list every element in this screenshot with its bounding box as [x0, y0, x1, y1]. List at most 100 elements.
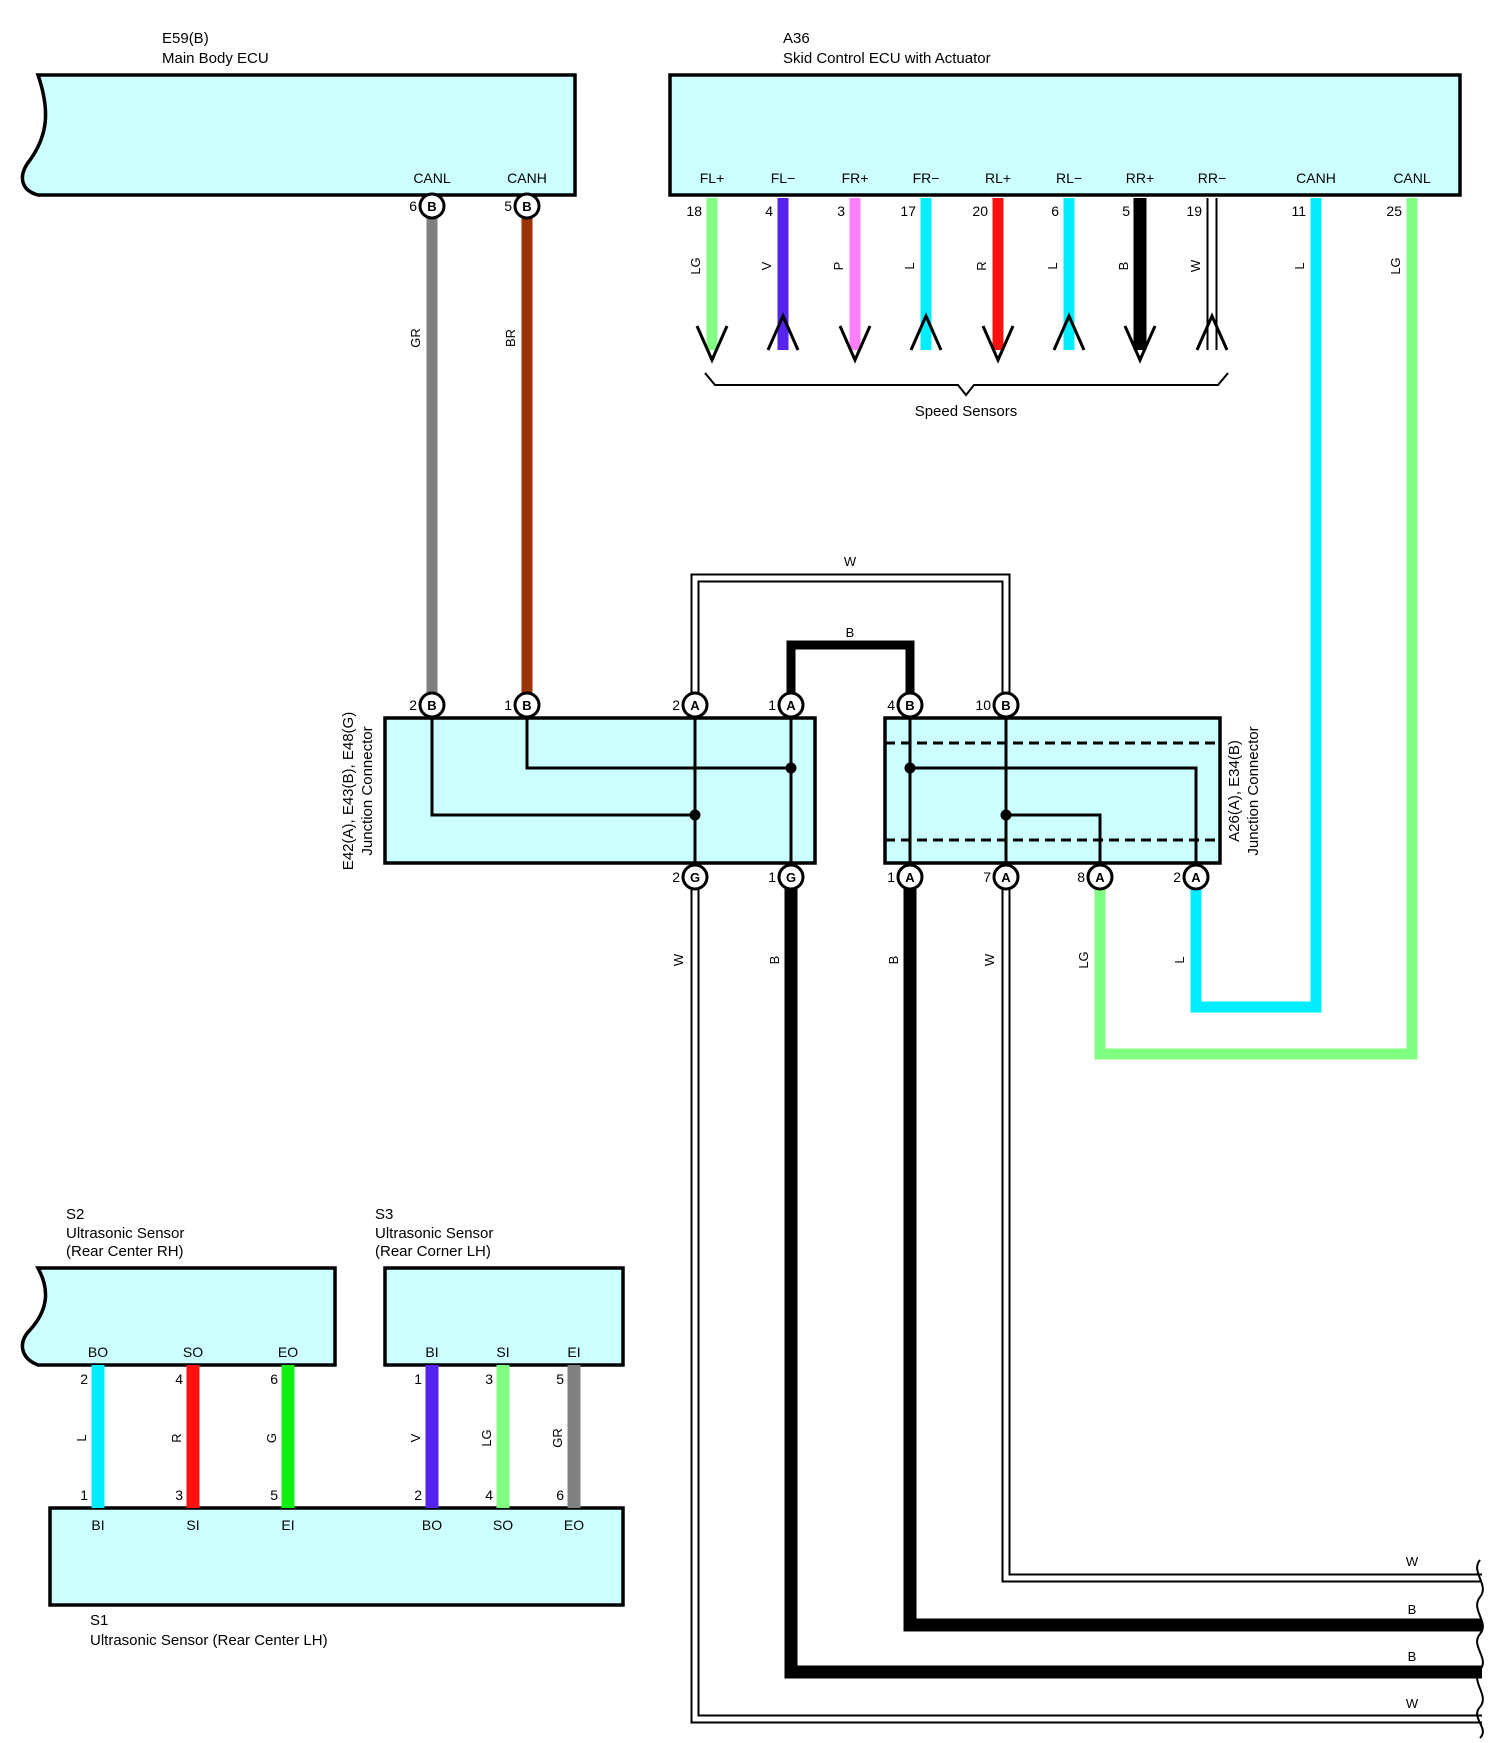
s1-ultrasonic-sensor: S1 Ultrasonic Sensor (Rear Center LH) — [48, 1506, 625, 1649]
jc1-top-pin-letter: B — [522, 698, 531, 713]
speed-sensors-brace: Speed Sensors — [704, 372, 1229, 420]
sensor-wire-color-label: V — [408, 1433, 423, 1442]
s1-pin-label: SO — [493, 1517, 513, 1533]
jc2-top-pin-num: 4 — [887, 697, 895, 713]
jc1-bottom-pin-num: 2 — [672, 869, 680, 885]
wire-canh-l — [1190, 208, 1322, 1013]
s2-name: Ultrasonic Sensor — [66, 1225, 184, 1242]
a36-name: Skid Control ECU with Actuator — [783, 50, 991, 67]
jc1-top-pin-letter: B — [427, 698, 436, 713]
a36-pin-label: RL+ — [985, 170, 1011, 186]
e59-name: Main Body ECU — [162, 50, 269, 67]
jc2-bottom-pin — [1182, 863, 1210, 891]
a36-wire-color-label: B — [1116, 262, 1131, 271]
sensor-upper-pin-num: 5 — [556, 1371, 564, 1387]
sensor-wires: BO2L1BISO4R3SIEO6G5EIBI1V2BOSI3LG4SOEI5G… — [74, 1344, 584, 1533]
jc1-top-pin-letter: A — [690, 698, 700, 713]
a36-wire-color-label: W — [1188, 259, 1203, 272]
e59-pin-canl: CANL — [413, 170, 451, 186]
outgoing-harness: W B B W LG L W B B W — [671, 877, 1484, 1739]
s1-box — [48, 1506, 625, 1607]
sensor-upper-pin-label: BI — [425, 1344, 438, 1360]
sensor-upper-pin-label: EO — [278, 1344, 298, 1360]
s2-sub: (Rear Center RH) — [66, 1243, 184, 1260]
jc2-bottom-pin-letter: A — [1191, 870, 1201, 885]
s1-pin-num: 1 — [80, 1487, 88, 1503]
sensor-wire-color-label: GR — [550, 1428, 565, 1448]
a36-box — [668, 73, 1462, 197]
jc1-name: Junction Connector — [359, 726, 376, 855]
s2-ultrasonic-sensor: S2 Ultrasonic Sensor (Rear Center RH) — [20, 1206, 337, 1367]
wire-label-w-top: W — [844, 554, 857, 569]
a36-pin-num: 25 — [1386, 203, 1402, 219]
wire-label-out-w1: W — [1406, 1554, 1419, 1569]
a36-id: A36 — [783, 30, 810, 47]
arrow-down-icon — [695, 325, 729, 364]
wire-label-b-top: B — [846, 625, 855, 640]
jc2-bottom-pin-num: 2 — [1173, 869, 1181, 885]
e59-pin-canl-connector — [418, 192, 446, 220]
sensor-wire-color-label: G — [264, 1433, 279, 1443]
e59-pin-canl-connector-letter: B — [427, 199, 436, 214]
sensor-upper-pin-num: 2 — [80, 1371, 88, 1387]
wire-label-out-b2: B — [1408, 1649, 1417, 1664]
arrow-down-icon — [838, 325, 872, 364]
sensor-upper-pin-num: 1 — [414, 1371, 422, 1387]
a36-wire-color-label: V — [759, 261, 774, 270]
jc2-top-pin — [896, 691, 924, 719]
jc2-id: A26(A), E34(B) — [1226, 740, 1243, 842]
arrow-down-icon — [981, 325, 1015, 364]
arrow-up-icon — [909, 312, 943, 351]
jc1-box — [383, 716, 817, 865]
s3-ultrasonic-sensor: S3 Ultrasonic Sensor (Rear Corner LH) — [375, 1206, 625, 1367]
speed-sensors-label: Speed Sensors — [915, 403, 1018, 420]
a36-pin-num: 6 — [1051, 203, 1059, 219]
wire-b-loop: B — [786, 625, 915, 705]
jc2-top-pin-letter: B — [1001, 698, 1010, 713]
a36-pin-num: 3 — [837, 203, 845, 219]
a36-pin-num: 18 — [686, 203, 702, 219]
a36-wire-color-label: P — [831, 262, 846, 271]
s1-pin-label: EO — [564, 1517, 584, 1533]
jc1-top-pin — [777, 691, 805, 719]
s1-pin-label: EI — [281, 1517, 294, 1533]
jc2-bottom-pin — [992, 863, 1020, 891]
s1-pin-label: SI — [186, 1517, 199, 1533]
s1-pin-label: BO — [422, 1517, 442, 1533]
wire-label-br: BR — [503, 329, 518, 347]
jc1-bottom-pin-num: 1 — [768, 869, 776, 885]
s1-id: S1 — [90, 1612, 108, 1629]
jc1-top-pin — [681, 691, 709, 719]
a36-pin-num: 19 — [1186, 203, 1202, 219]
jc2-bottom-pin-num: 8 — [1077, 869, 1085, 885]
jc1-bottom-pin — [681, 863, 709, 891]
e59-box — [20, 73, 577, 197]
sensor-wire-color-label: LG — [479, 1429, 494, 1446]
jc1-top-pin-num: 1 — [504, 697, 512, 713]
wire-label-b1: B — [767, 956, 782, 965]
a36-canh-color: L — [1292, 262, 1307, 269]
jc2-bottom-pin-num: 1 — [887, 869, 895, 885]
sensor-upper-pin-label: SI — [496, 1344, 509, 1360]
junction-connector-1: E42(A), E43(B), E48(G) Junction Connecto… — [340, 712, 817, 870]
s1-pin-label: BI — [91, 1517, 104, 1533]
a36-pin-group: FL+18LGFL−4VFR+3PFR−17LRL+20RRL−6LRR+5BR… — [686, 170, 1431, 364]
jc1-top-pin — [513, 691, 541, 719]
jc2-name: Junction Connector — [1245, 726, 1262, 855]
e59-pin-canl-connector-num: 6 — [409, 198, 417, 214]
wire-w-loop: W — [690, 554, 1011, 705]
a36-pin-label: CANL — [1393, 170, 1431, 186]
sensor-wire-color-label: R — [169, 1433, 184, 1442]
jc1-top-pin-num: 1 — [768, 697, 776, 713]
wire-label-out-w2: W — [1406, 1696, 1419, 1711]
jc2-top-pin-num: 10 — [975, 697, 991, 713]
a36-pin-label: RL− — [1056, 170, 1082, 186]
sensor-upper-pin-label: EI — [567, 1344, 580, 1360]
a36-pin-label: CANH — [1296, 170, 1336, 186]
jc2-bottom-pin-num: 7 — [983, 869, 991, 885]
s3-name: Ultrasonic Sensor — [375, 1225, 493, 1242]
e59-pin-canh: CANH — [507, 170, 547, 186]
jc1-top-pin-letter: A — [786, 698, 796, 713]
jc2-bottom-pin-letter: A — [1001, 870, 1011, 885]
a36-pin-label: FR+ — [842, 170, 869, 186]
